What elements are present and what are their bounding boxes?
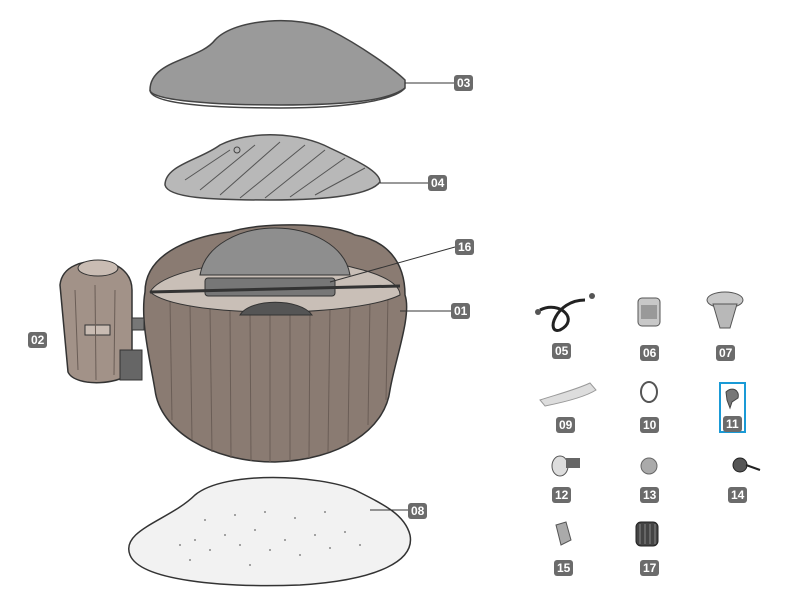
- label-12: 12: [552, 487, 572, 503]
- part-01-tub-body: [142, 224, 456, 463]
- label-07: 07: [716, 345, 736, 361]
- part-10-clip: [640, 381, 658, 403]
- part-03-top-cover: [149, 19, 455, 109]
- label-11: 11: [723, 416, 742, 432]
- part-12-connector: [551, 455, 580, 477]
- label-02: 02: [28, 332, 48, 348]
- label-01: 01: [451, 303, 471, 319]
- part-04-inflatable-lid: [164, 134, 428, 201]
- part-09-wrench: [539, 382, 597, 407]
- label-15: 15: [554, 560, 574, 576]
- part-15-bracket: [555, 521, 572, 546]
- part-08-ground-cloth: [127, 476, 412, 587]
- label-13: 13: [640, 487, 660, 503]
- label-10: 10: [640, 417, 660, 433]
- label-09: 09: [556, 417, 576, 433]
- highlight-box-part-11: [719, 382, 746, 433]
- label-06: 06: [640, 345, 660, 361]
- part-13-plug: [640, 457, 658, 475]
- label-04: 04: [428, 175, 448, 191]
- part-14-adapter: [732, 457, 761, 473]
- label-03: 03: [454, 75, 474, 91]
- part-11-valve: [725, 388, 739, 410]
- part-02-pump-unit: [59, 259, 145, 384]
- part-06-filter-cartridge: [637, 297, 661, 327]
- label-16: 16: [455, 239, 475, 255]
- label-17: 17: [640, 560, 660, 576]
- part-05-hose: [535, 293, 595, 332]
- label-14: 14: [728, 487, 748, 503]
- label-08: 08: [408, 503, 428, 519]
- part-17-strainer: [635, 521, 659, 547]
- part-07-chemical-floater: [706, 291, 744, 329]
- label-05: 05: [552, 343, 572, 359]
